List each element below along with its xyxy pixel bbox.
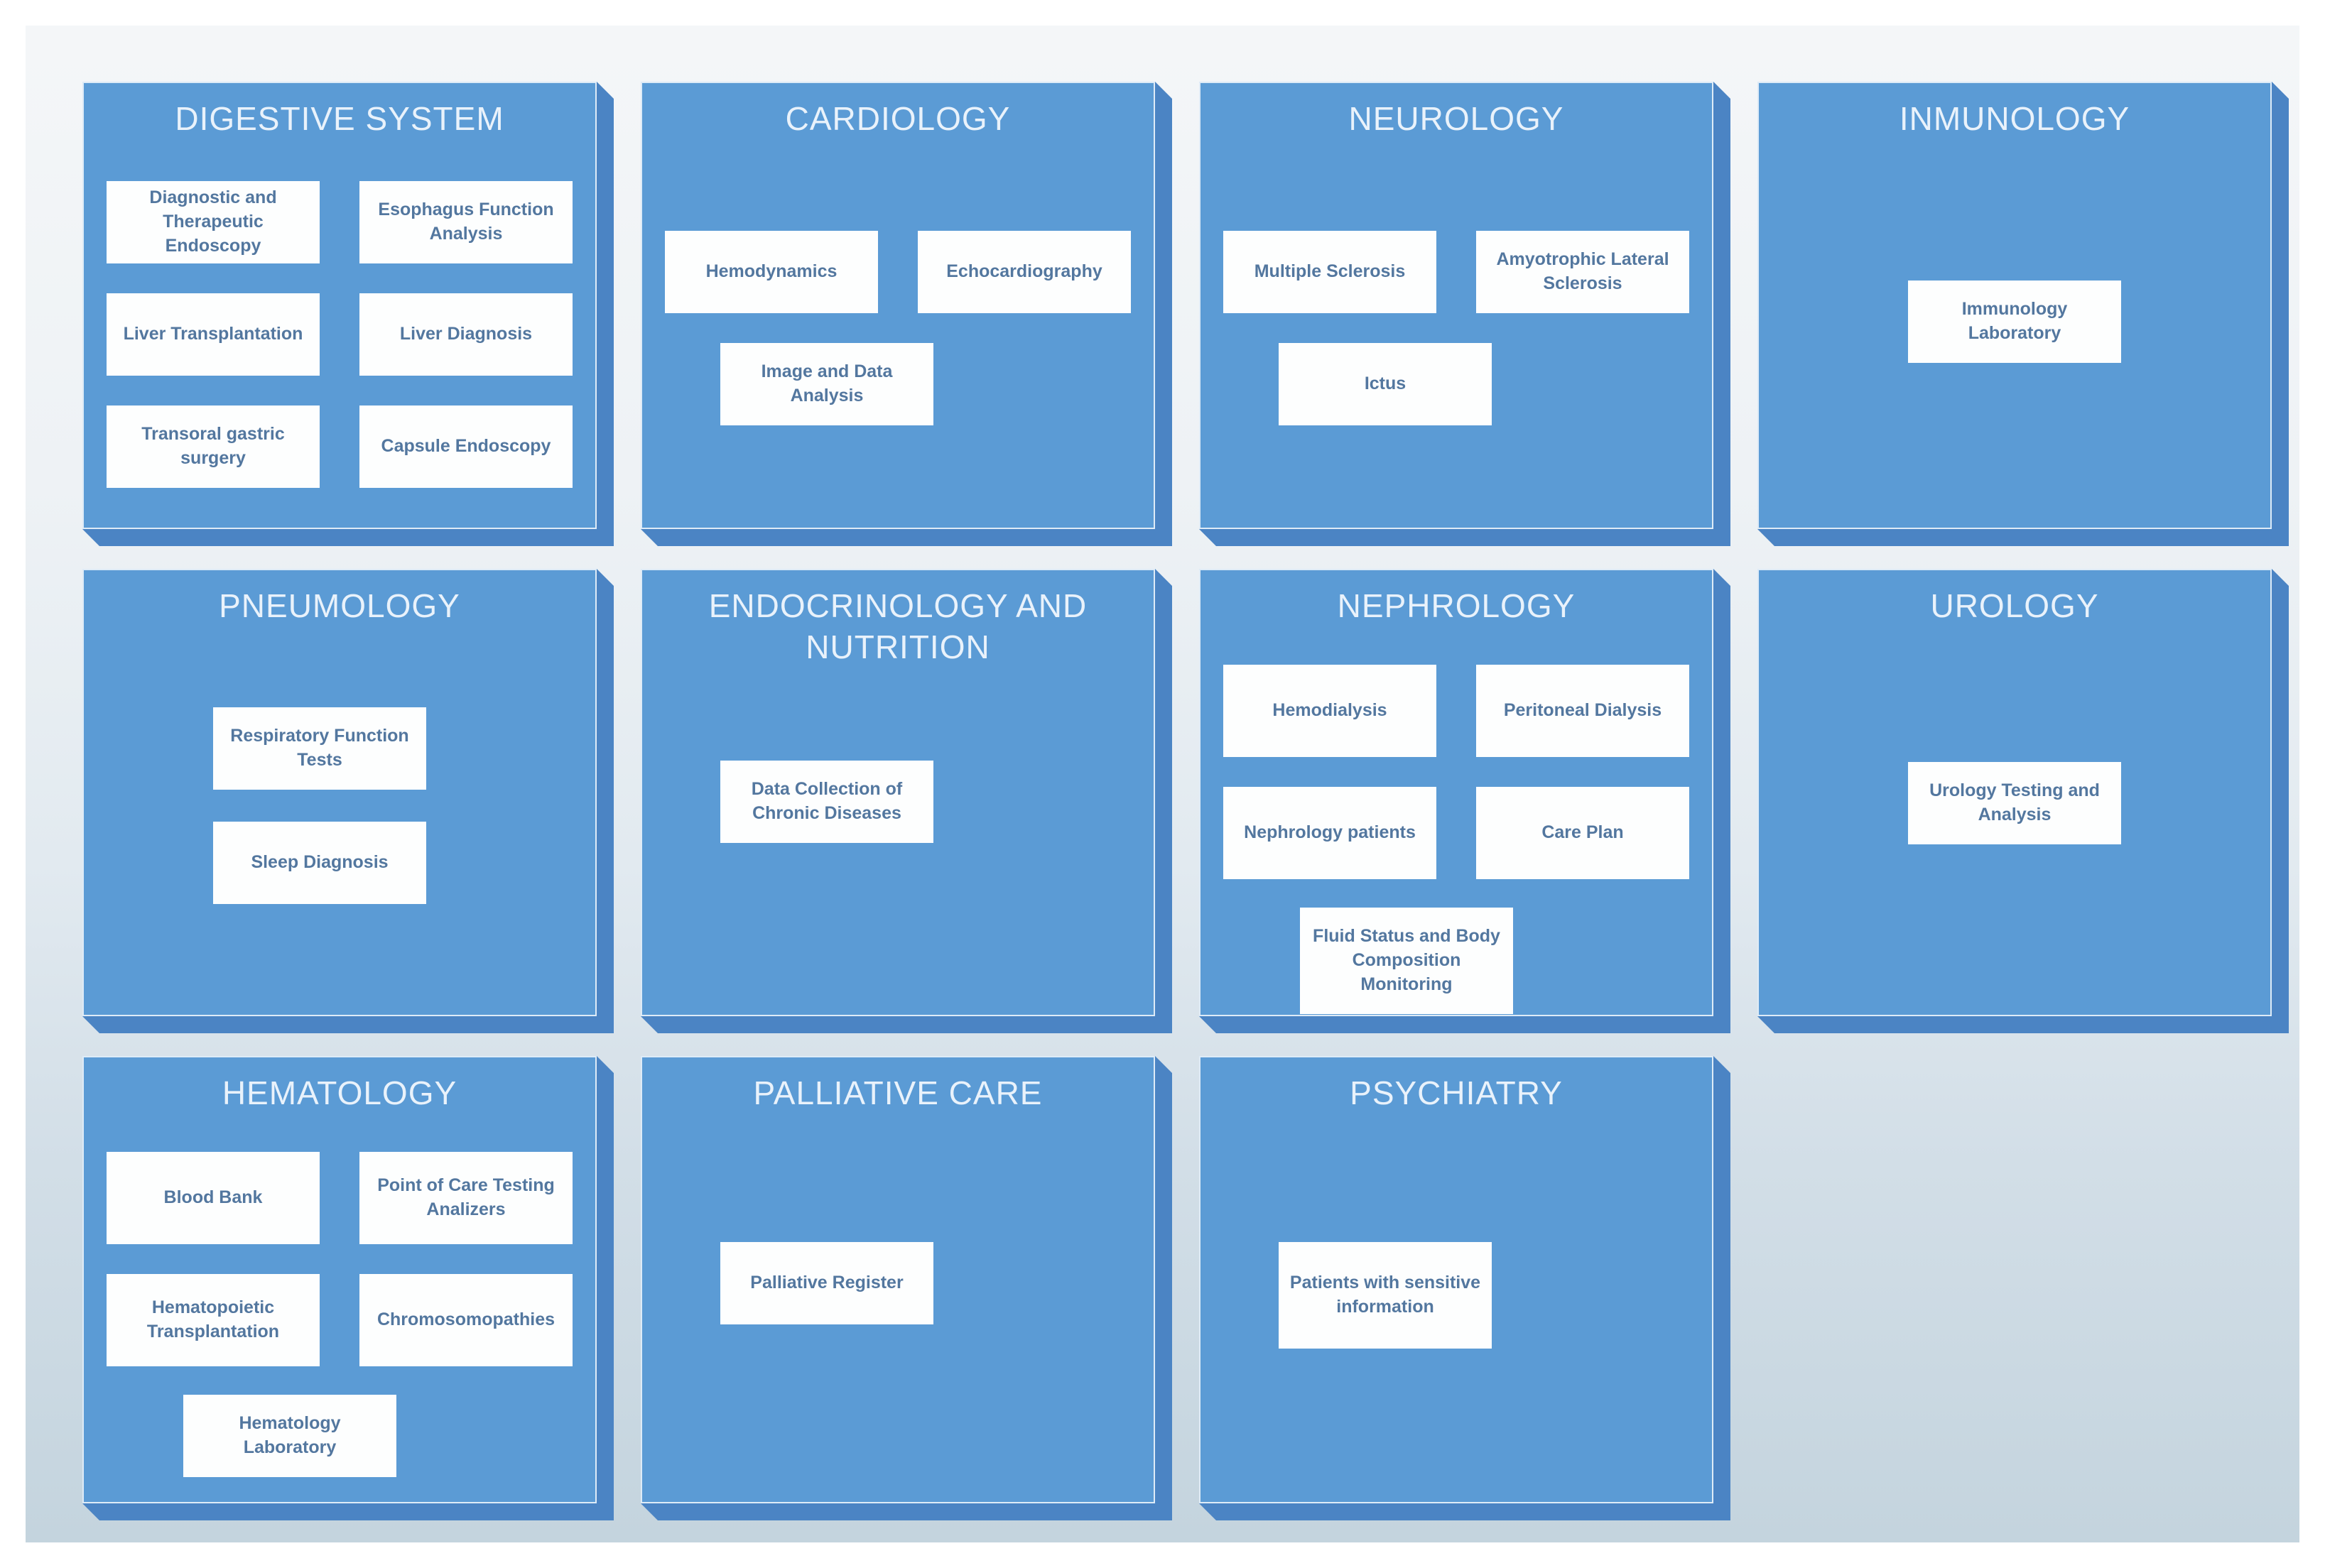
subunit-box: Care Plan	[1476, 787, 1689, 879]
subunit-box: Palliative Register	[720, 1242, 933, 1324]
dept-psychiatry: PSYCHIATRY Patients with sensitive infor…	[1199, 1056, 1713, 1503]
dept-cardiology: CARDIOLOGY Hemodynamics Echocardiography…	[641, 82, 1155, 529]
subunit-box: Hematopoietic Transplantation	[107, 1274, 320, 1366]
dept-face	[82, 569, 597, 1016]
subunit-box: Peritoneal Dialysis	[1476, 665, 1689, 757]
dept-title-hematology: HEMATOLOGY	[222, 1074, 457, 1111]
dept-nephrology: NEPHROLOGY Hemodialysis Peritoneal Dialy…	[1199, 569, 1713, 1016]
diagram-background: DIGESTIVE SYSTEM Diagnostic and Therapeu…	[26, 26, 2299, 1542]
subunit-box: Urology Testing and Analysis	[1908, 762, 2121, 844]
subunit-box: Respiratory Function Tests	[213, 707, 426, 790]
subunit-box: Echocardiography	[918, 231, 1131, 313]
subunit-box: Image and Data Analysis	[720, 343, 933, 425]
subunit-box: Capsule Endoscopy	[359, 405, 573, 488]
dept-pneumology: PNEUMOLOGY Respiratory Function Tests Sl…	[82, 569, 597, 1016]
subunit-box: Immunology Laboratory	[1908, 281, 2121, 363]
subunit-box: Liver Diagnosis	[359, 293, 573, 376]
subunit-box: Patients with sensitive information	[1279, 1242, 1492, 1349]
subunit-box: Point of Care Testing Analizers	[359, 1152, 573, 1244]
subunit-box: Liver Transplantation	[107, 293, 320, 376]
dept-inmunology: INMUNOLOGY Immunology Laboratory	[1757, 82, 2272, 529]
subunit-box: Multiple Sclerosis	[1223, 231, 1436, 313]
dept-title-urology: UROLOGY	[1930, 587, 2099, 624]
dept-title-nephrology: NEPHROLOGY	[1337, 587, 1576, 624]
subunit-box: Ictus	[1279, 343, 1492, 425]
subunit-box: Diagnostic and Therapeutic Endoscopy	[107, 181, 320, 263]
dept-endocrinology-nutrition: ENDOCRINOLOGY AND NUTRITION Data Collect…	[641, 569, 1155, 1016]
subunit-box: Chromosomopathies	[359, 1274, 573, 1366]
dept-title-digestive-system: DIGESTIVE SYSTEM	[175, 100, 504, 137]
dept-title-pneumology: PNEUMOLOGY	[219, 587, 460, 624]
dept-title-neurology: NEUROLOGY	[1348, 100, 1564, 137]
dept-title-inmunology: INMUNOLOGY	[1899, 100, 2130, 137]
subunit-box: Data Collection of Chronic Diseases	[720, 761, 933, 843]
subunit-box: Esophagus Function Analysis	[359, 181, 573, 263]
dept-title-endocrinology-nutrition: ENDOCRINOLOGY AND NUTRITION	[708, 587, 1088, 665]
dept-urology: UROLOGY Urology Testing and Analysis	[1757, 569, 2272, 1016]
subunit-box: Hematology Laboratory	[183, 1395, 396, 1477]
dept-neurology: NEUROLOGY Multiple Sclerosis Amyotrophic…	[1199, 82, 1713, 529]
subunit-box: Nephrology patients	[1223, 787, 1436, 879]
dept-digestive-system: DIGESTIVE SYSTEM Diagnostic and Therapeu…	[82, 82, 597, 529]
subunit-box: Sleep Diagnosis	[213, 822, 426, 904]
subunit-box: Hemodialysis	[1223, 665, 1436, 757]
dept-palliative-care: PALLIATIVE CARE Palliative Register	[641, 1056, 1155, 1503]
subunit-box: Amyotrophic Lateral Sclerosis	[1476, 231, 1689, 313]
dept-title-cardiology: CARDIOLOGY	[785, 100, 1011, 137]
dept-title-palliative-care: PALLIATIVE CARE	[753, 1074, 1043, 1111]
subunit-box: Hemodynamics	[665, 231, 878, 313]
departments-grid: DIGESTIVE SYSTEM Diagnostic and Therapeu…	[26, 26, 2299, 1503]
subunit-box: Transoral gastric surgery	[107, 405, 320, 488]
subunit-box: Blood Bank	[107, 1152, 320, 1244]
dept-hematology: HEMATOLOGY Blood Bank Point of Care Test…	[82, 1056, 597, 1503]
dept-title-psychiatry: PSYCHIATRY	[1350, 1074, 1563, 1111]
subunit-box: Fluid Status and Body Composition Monito…	[1300, 908, 1513, 1014]
